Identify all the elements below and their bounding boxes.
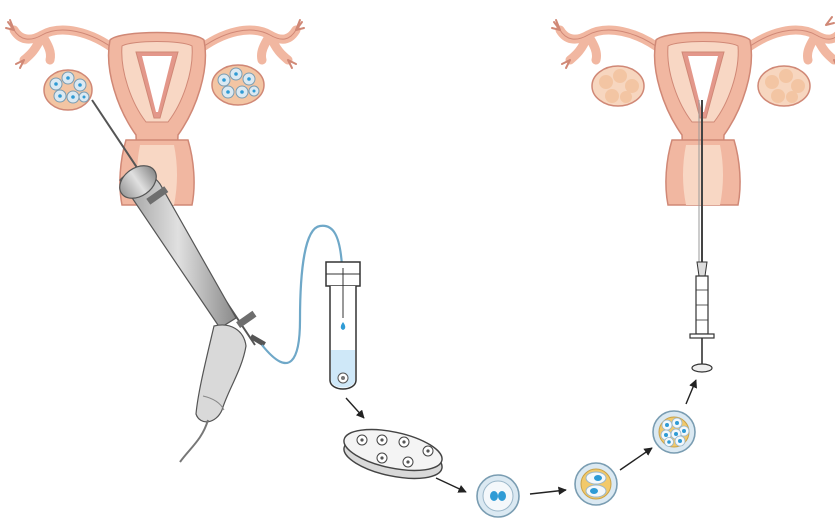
fallopian-tube-right-r (742, 30, 835, 60)
arrow-2cell-to-8cell (620, 448, 652, 470)
petri-dish-icon (340, 422, 445, 486)
ovary-rest-left (592, 66, 644, 106)
ovary-stimulated-right (212, 65, 264, 105)
arrow-8cell-to-syringe (686, 380, 696, 404)
arrow-zygote-to-2cell (530, 490, 566, 494)
fallopian-tube-left-r (560, 30, 664, 60)
embryo-2cell-icon (575, 463, 617, 505)
zygote-icon (477, 475, 519, 517)
ovary-stimulated-left (44, 70, 92, 110)
uterus-right-illustration (552, 17, 835, 205)
syringe-plunger (692, 364, 712, 372)
arrow-dish-to-zygote (436, 478, 466, 492)
arrow-tube-to-dish (346, 398, 364, 418)
ovary-rest-right (758, 66, 810, 106)
fallopian-tube-left (14, 30, 118, 60)
test-tube-icon (326, 262, 360, 389)
fallopian-tube-right (196, 30, 296, 60)
embryo-8cell-icon (653, 411, 695, 453)
